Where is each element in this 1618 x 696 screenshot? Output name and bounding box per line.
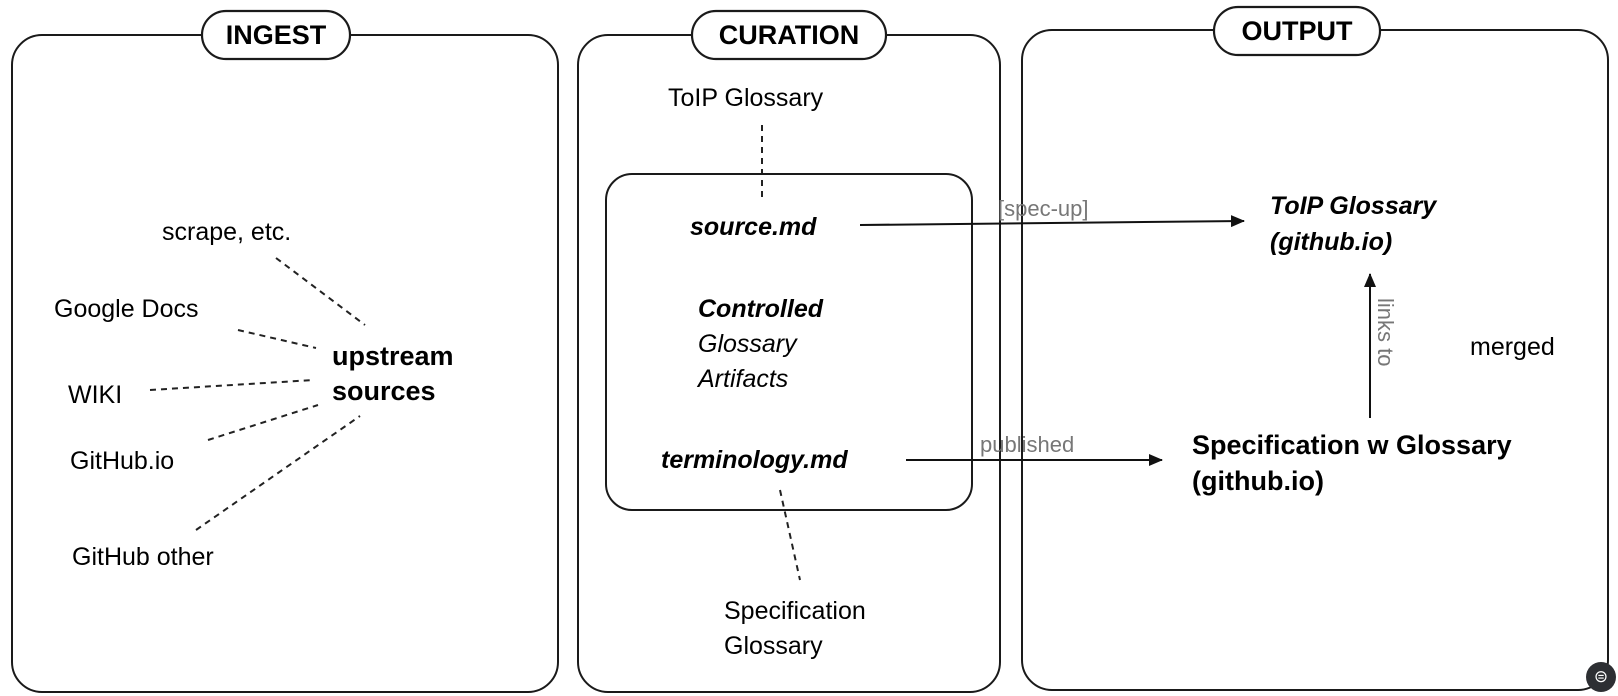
- source-scrape: scrape, etc.: [162, 218, 291, 246]
- edge-label-spec-up: [spec-up]: [998, 196, 1089, 221]
- ingest-panel: INGEST scrape, etc. Google Docs WIKI Git…: [11, 9, 559, 693]
- upstream-sources-line2: sources: [332, 376, 436, 406]
- source-github-io: GitHub.io: [70, 447, 174, 475]
- edge-label-published: published: [980, 432, 1074, 457]
- spec-glossary-line2: Glossary: [724, 632, 823, 660]
- spec-w-glossary-line2: (github.io): [1192, 466, 1324, 496]
- output-panel: OUTPUT ToIP Glossary (github.io) Specifi…: [1021, 5, 1609, 691]
- ingest-title-pill: [200, 9, 352, 61]
- source-md-file: source.md: [690, 213, 817, 241]
- ingest-title: INGEST: [226, 20, 327, 50]
- toip-glossary-output-line2: (github.io): [1270, 228, 1392, 256]
- connector-github-other: [195, 415, 361, 531]
- terminology-md-file: terminology.md: [661, 446, 848, 474]
- spec-glossary-line1: Specification: [724, 597, 866, 625]
- source-wiki: WIKI: [68, 381, 122, 409]
- artifacts-box: [605, 173, 973, 511]
- connector-github-io: [207, 404, 319, 441]
- connector-scrape: [275, 257, 366, 326]
- source-github-other: GitHub other: [72, 543, 214, 571]
- ingest-panel-frame: [11, 34, 559, 693]
- curation-title: CURATION: [719, 20, 859, 50]
- artifacts-line1: Controlled: [698, 295, 824, 323]
- source-google-docs: Google Docs: [54, 295, 199, 323]
- spec-w-glossary-line1: Specification w Glossary: [1192, 430, 1512, 460]
- connector-google-docs: [237, 329, 317, 349]
- edge-label-links-to: links to: [1373, 298, 1398, 366]
- curation-panel-frame: [577, 34, 1001, 693]
- curation-panel: CURATION ToIP Glossary source.md Control…: [577, 9, 1001, 693]
- connector-wiki: [149, 379, 315, 391]
- artifacts-line3: Artifacts: [696, 365, 788, 393]
- upstream-sources-line1: upstream: [332, 341, 454, 371]
- scan-icon[interactable]: ⊜: [1586, 662, 1616, 692]
- connector-terminology-to-spec: [779, 489, 801, 581]
- toip-glossary-label: ToIP Glossary: [668, 84, 824, 112]
- arrow-spec-up: [859, 215, 1245, 228]
- curation-title-pill: [690, 9, 888, 61]
- artifacts-line2: Glossary: [698, 330, 798, 358]
- output-title-pill: [1212, 5, 1382, 57]
- merged-label: merged: [1470, 333, 1555, 361]
- output-title: OUTPUT: [1242, 16, 1354, 46]
- toip-glossary-output-line1: ToIP Glossary: [1270, 192, 1437, 220]
